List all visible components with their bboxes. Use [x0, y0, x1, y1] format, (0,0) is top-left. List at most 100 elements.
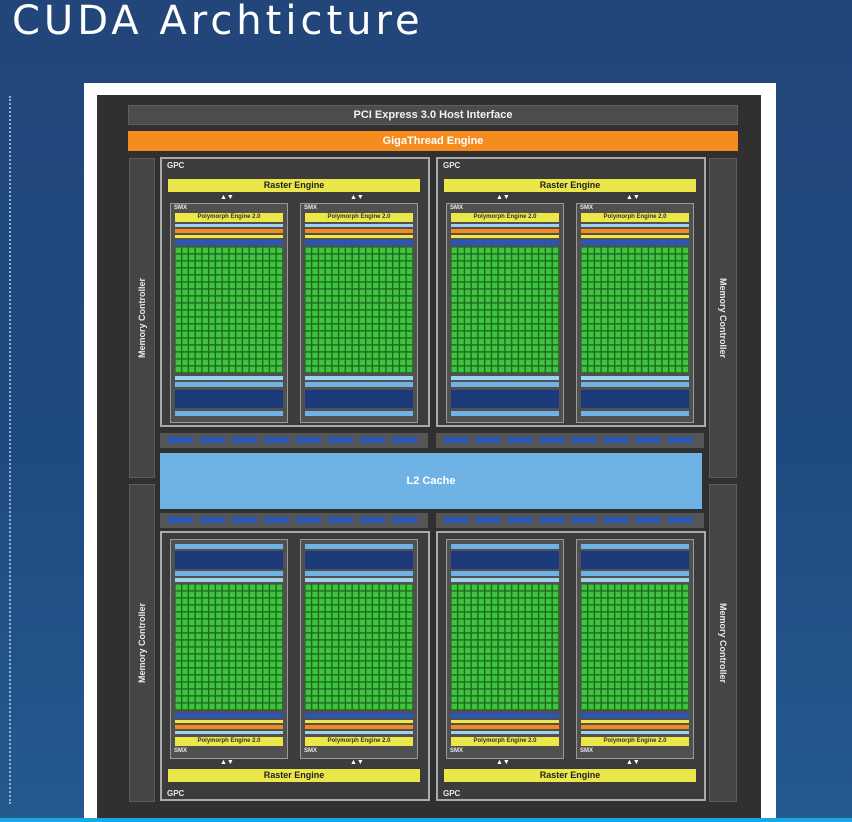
cuda-core	[216, 282, 222, 289]
cuda-core	[366, 668, 372, 675]
cuda-core	[581, 647, 587, 654]
cuda-core	[359, 591, 365, 598]
cuda-core	[319, 689, 325, 696]
cuda-core	[451, 682, 457, 689]
cuda-core	[581, 626, 587, 633]
cuda-core	[339, 275, 345, 282]
cuda-core	[655, 366, 662, 373]
cuda-core	[608, 331, 614, 338]
cuda-core	[498, 647, 505, 654]
cuda-core	[505, 640, 511, 647]
cuda-core	[458, 352, 464, 359]
cuda-core	[628, 689, 635, 696]
cuda-core	[312, 647, 318, 654]
cuda-core	[512, 359, 518, 366]
warp-scheduler	[175, 725, 283, 729]
cuda-core	[601, 275, 608, 282]
cuda-core	[532, 331, 538, 338]
cuda-core	[325, 626, 332, 633]
cuda-core	[676, 345, 682, 352]
cuda-core	[662, 261, 668, 268]
cuda-core	[478, 324, 484, 331]
cuda-core	[622, 584, 628, 591]
cuda-core	[222, 366, 229, 373]
cuda-core	[539, 612, 545, 619]
cuda-core	[195, 296, 202, 303]
cuda-core	[276, 352, 283, 359]
cuda-core	[525, 289, 532, 296]
cuda-core	[366, 317, 372, 324]
cuda-core	[451, 254, 457, 261]
cuda-core	[332, 296, 338, 303]
cuda-core	[209, 703, 215, 710]
cuda-core	[471, 254, 478, 261]
cuda-core	[243, 303, 249, 310]
cuda-core	[209, 261, 215, 268]
cuda-core	[525, 612, 532, 619]
smx-label: SMX	[174, 748, 188, 754]
cuda-core	[312, 247, 318, 254]
cuda-core	[352, 626, 359, 633]
crossbar-segment	[540, 437, 565, 443]
cuda-core	[209, 303, 215, 310]
cuda-core	[505, 345, 511, 352]
cuda-core	[325, 612, 332, 619]
cuda-core	[669, 352, 675, 359]
cuda-core-array	[451, 584, 559, 710]
cuda-core	[263, 675, 269, 682]
cuda-core	[458, 640, 464, 647]
cuda-core	[601, 331, 608, 338]
cuda-core	[222, 626, 229, 633]
gpc-label: GPC	[167, 789, 185, 798]
cuda-core	[352, 689, 359, 696]
cuda-core	[628, 310, 635, 317]
cuda-core	[505, 296, 511, 303]
cuda-core	[451, 331, 457, 338]
cuda-core	[393, 296, 399, 303]
cuda-core	[400, 654, 406, 661]
cuda-core	[498, 584, 505, 591]
cuda-core	[366, 282, 372, 289]
cuda-core	[276, 324, 283, 331]
cuda-core	[682, 338, 689, 345]
cuda-core	[276, 359, 283, 366]
cuda-core	[552, 296, 559, 303]
cuda-core	[332, 359, 338, 366]
cuda-core	[406, 626, 413, 633]
cuda-core	[669, 247, 675, 254]
cuda-core	[505, 619, 511, 626]
cuda-core	[492, 591, 498, 598]
cuda-core	[359, 324, 365, 331]
cuda-core	[669, 689, 675, 696]
cuda-core	[195, 598, 202, 605]
cuda-core	[662, 331, 668, 338]
cuda-core	[471, 331, 478, 338]
cuda-core	[359, 619, 365, 626]
cuda-core	[202, 296, 208, 303]
cuda-core	[373, 310, 379, 317]
cuda-core	[642, 324, 648, 331]
cuda-core	[325, 345, 332, 352]
cuda-core	[222, 640, 229, 647]
cuda-core	[601, 338, 608, 345]
cuda-core	[622, 254, 628, 261]
cuda-core	[305, 696, 311, 703]
cuda-core	[458, 317, 464, 324]
cuda-core	[471, 282, 478, 289]
cuda-core	[601, 591, 608, 598]
cuda-core	[682, 633, 689, 640]
cuda-core	[581, 366, 587, 373]
cuda-core	[492, 275, 498, 282]
cuda-core	[379, 661, 386, 668]
cuda-core	[601, 605, 608, 612]
cuda-core	[229, 633, 235, 640]
cuda-core	[175, 317, 181, 324]
cuda-core	[622, 682, 628, 689]
cuda-core	[202, 675, 208, 682]
cuda-core	[175, 366, 181, 373]
cuda-core	[505, 268, 511, 275]
cuda-core	[451, 268, 457, 275]
cuda-core	[532, 682, 538, 689]
cuda-core	[222, 317, 229, 324]
cuda-core	[276, 275, 283, 282]
